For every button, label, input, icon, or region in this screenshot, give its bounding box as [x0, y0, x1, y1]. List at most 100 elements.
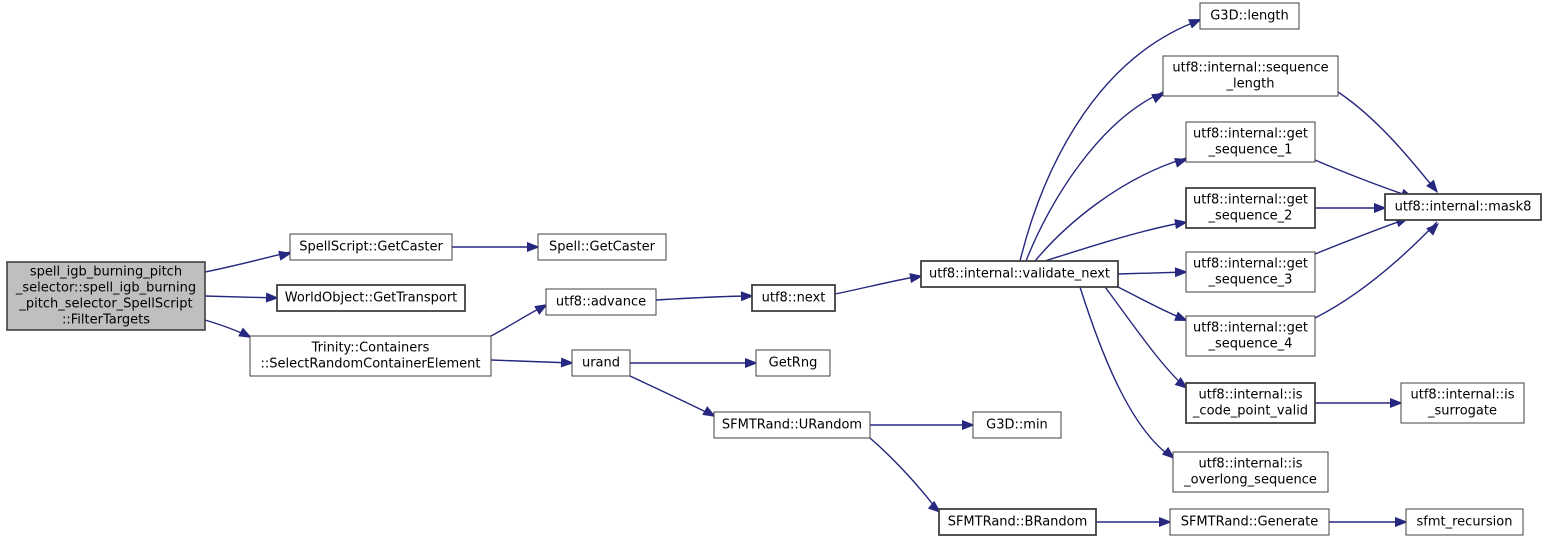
edge-utf8_advance-to-utf8_next	[655, 295, 753, 301]
node-getrng[interactable]: GetRng	[755, 349, 831, 377]
arrow-head	[265, 292, 279, 303]
node-box-is_overlong_sequence[interactable]	[1172, 451, 1329, 493]
node-box-get_sequence_4[interactable]	[1185, 315, 1316, 357]
arrow-head	[740, 291, 754, 302]
node-get_sequence_2[interactable]: utf8::internal::get_sequence_2	[1185, 187, 1316, 229]
node-sfmt_recursion[interactable]: sfmt_recursion	[1405, 508, 1524, 536]
arrow-head	[1161, 446, 1175, 459]
node-label-get_sequence_2: _sequence_2	[1208, 209, 1293, 224]
node-sequence_length[interactable]: utf8::internal::sequence_length	[1162, 55, 1339, 97]
node-label-sfmt_generate: SFMTRand::Generate	[1181, 515, 1319, 530]
node-label-get_sequence_4: utf8::internal::get	[1193, 321, 1308, 336]
node-label-is_code_point_valid: _code_point_valid	[1192, 404, 1308, 419]
node-label-is_surrogate: utf8::internal::is	[1411, 388, 1515, 403]
node-box-spell_getcaster[interactable]	[537, 233, 667, 261]
node-is_code_point_valid[interactable]: utf8::internal::is_code_point_valid	[1185, 382, 1316, 424]
node-get_sequence_4[interactable]: utf8::internal::get_sequence_4	[1185, 315, 1316, 357]
node-box-get_sequence_3[interactable]	[1185, 251, 1316, 293]
node-box-sfmt_brandom[interactable]	[938, 508, 1097, 536]
node-label-validate_next: utf8::internal::validate_next	[929, 267, 1110, 282]
node-box-is_surrogate[interactable]	[1400, 382, 1525, 424]
arrow-head	[1174, 219, 1188, 229]
node-label-is_surrogate: _surrogate	[1427, 404, 1497, 419]
node-box-utf8_next[interactable]	[751, 284, 836, 312]
node-box-sfmt_recursion[interactable]	[1405, 508, 1524, 536]
node-spell_getcaster[interactable]: Spell::GetCaster	[537, 233, 667, 261]
node-box-sequence_length[interactable]	[1162, 55, 1339, 97]
node-spellscript_getcaster[interactable]: SpellScript::GetCaster	[289, 233, 453, 261]
node-label-get_sequence_1: utf8::internal::get	[1193, 127, 1308, 142]
node-validate_next[interactable]: utf8::internal::validate_next	[920, 260, 1119, 288]
arrow-heads-layer	[238, 19, 1439, 527]
node-label-mask8: utf8::internal::mask8	[1395, 200, 1532, 215]
nodes-layer: spell_igb_burning_pitch_selector::spell_…	[6, 2, 1542, 536]
node-label-sequence_length: _length	[1226, 77, 1275, 92]
node-label-sfmt_recursion: sfmt_recursion	[1417, 515, 1513, 530]
node-g3d_length[interactable]: G3D::length	[1199, 2, 1300, 30]
node-box-trinity_selectrandom[interactable]	[249, 335, 492, 377]
node-box-get_sequence_1[interactable]	[1185, 121, 1316, 163]
node-label-trinity_selectrandom: Trinity::Containers	[311, 341, 430, 356]
node-label-trinity_selectrandom: ::SelectRandomContainerElement	[260, 357, 480, 372]
node-box-sfmt_urandom[interactable]	[713, 411, 871, 439]
node-get_sequence_1[interactable]: utf8::internal::get_sequence_1	[1185, 121, 1316, 163]
node-label-sfmt_urandom: SFMTRand::URandom	[722, 418, 862, 433]
node-box-utf8_advance[interactable]	[545, 288, 657, 316]
node-box-is_code_point_valid[interactable]	[1185, 382, 1316, 424]
node-box-validate_next[interactable]	[920, 260, 1119, 288]
node-label-utf8_advance: utf8::advance	[556, 295, 646, 310]
arrow-head	[278, 250, 292, 261]
arrow-head	[1426, 179, 1438, 193]
arrow-head	[1174, 267, 1188, 278]
node-label-root: spell_igb_burning_pitch	[30, 265, 182, 280]
arrow-head	[702, 406, 716, 417]
node-box-worldobject_gettransport[interactable]	[276, 284, 466, 312]
node-label-get_sequence_3: utf8::internal::get	[1193, 257, 1308, 272]
node-worldobject_gettransport[interactable]: WorldObject::GetTransport	[276, 284, 466, 312]
node-box-get_sequence_2[interactable]	[1185, 187, 1316, 229]
arrow-head	[962, 420, 975, 430]
node-box-g3d_min[interactable]	[972, 411, 1062, 439]
arrow-head	[1390, 398, 1403, 408]
node-label-sequence_length: utf8::internal::sequence	[1172, 61, 1328, 76]
node-label-sfmt_brandom: SFMTRand::BRandom	[948, 515, 1088, 530]
node-g3d_min[interactable]: G3D::min	[972, 411, 1062, 439]
node-sfmt_generate[interactable]: SFMTRand::Generate	[1169, 508, 1330, 536]
node-sfmt_brandom[interactable]: SFMTRand::BRandom	[938, 508, 1097, 536]
arrow-head	[1151, 93, 1165, 104]
edge-validate_next-to-get_sequence_4	[1117, 286, 1187, 321]
node-label-is_overlong_sequence: utf8::internal::is	[1199, 457, 1303, 472]
node-box-mask8[interactable]	[1384, 193, 1542, 221]
edge-validate_next-to-get_sequence_2	[1044, 221, 1187, 262]
node-utf8_next[interactable]: utf8::next	[751, 284, 836, 312]
node-label-get_sequence_3: _sequence_3	[1208, 273, 1293, 288]
node-sfmt_urandom[interactable]: SFMTRand::URandom	[713, 411, 871, 439]
node-trinity_selectrandom[interactable]: Trinity::Containers::SelectRandomContain…	[249, 335, 492, 377]
node-is_overlong_sequence[interactable]: utf8::internal::is_overlong_sequence	[1172, 451, 1329, 493]
arrow-head	[1174, 158, 1188, 168]
node-box-urand[interactable]	[571, 349, 631, 377]
edge-trinity_selectrandom-to-urand	[490, 359, 573, 364]
node-box-g3d_length[interactable]	[1199, 2, 1300, 30]
node-root[interactable]: spell_igb_burning_pitch_selector::spell_…	[6, 261, 206, 331]
node-mask8[interactable]: utf8::internal::mask8	[1384, 193, 1542, 221]
node-is_surrogate[interactable]: utf8::internal::is_surrogate	[1400, 382, 1525, 424]
node-urand[interactable]: urand	[571, 349, 631, 377]
node-get_sequence_3[interactable]: utf8::internal::get_sequence_3	[1185, 251, 1316, 293]
edge-root-to-spellscript_getcaster	[204, 251, 291, 273]
node-box-spellscript_getcaster[interactable]	[289, 233, 453, 261]
node-utf8_advance[interactable]: utf8::advance	[545, 288, 657, 316]
node-label-spell_getcaster: Spell::GetCaster	[549, 240, 656, 255]
node-label-worldobject_gettransport: WorldObject::GetTransport	[285, 291, 458, 306]
node-box-root[interactable]	[6, 261, 206, 331]
arrow-head	[1374, 203, 1387, 213]
arrow-head	[1159, 517, 1172, 527]
node-box-getrng[interactable]	[755, 349, 831, 377]
node-label-g3d_min: G3D::min	[986, 418, 1048, 433]
node-box-sfmt_generate[interactable]	[1169, 508, 1330, 536]
arrow-head	[534, 304, 548, 315]
edge-get_sequence_3-to-mask8	[1314, 218, 1408, 255]
node-label-get_sequence_4: _sequence_4	[1208, 337, 1293, 352]
